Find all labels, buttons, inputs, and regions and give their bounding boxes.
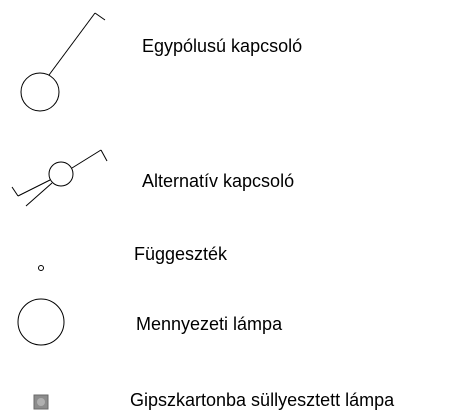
pendant-label: Függeszték	[134, 244, 228, 264]
drywall-recessed-lamp-label: Gipszkartonba süllyesztett lámpa	[130, 390, 395, 410]
ceiling-lamp-icon	[17, 298, 65, 346]
ceiling-lamp-label: Mennyezeti lámpa	[136, 314, 283, 334]
single-pole-switch-label: Egypólusú kapcsoló	[142, 36, 303, 56]
alternative-switch-icon	[11, 149, 108, 207]
pendant-icon	[38, 265, 44, 271]
single-pole-switch-icon	[20, 12, 106, 112]
alternative-switch-label: Alternatív kapcsoló	[142, 171, 295, 191]
drywall-recessed-lamp-icon	[33, 394, 49, 410]
